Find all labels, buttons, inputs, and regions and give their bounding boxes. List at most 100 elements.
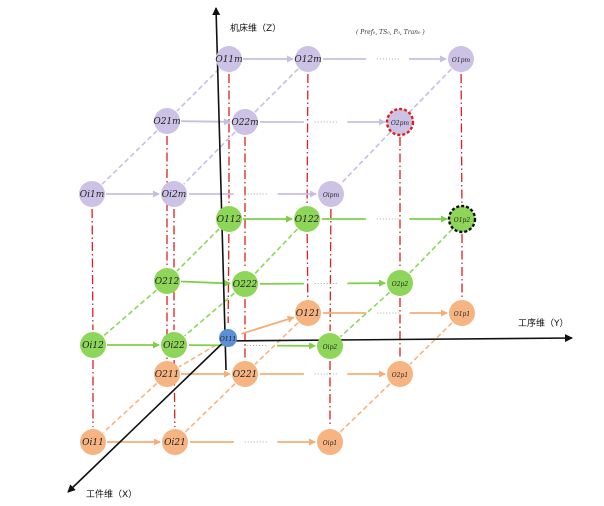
process-arrow-o212-o222 bbox=[180, 279, 232, 287]
node-o11m: O11m bbox=[215, 46, 243, 72]
node-label-o1pm: O1pm bbox=[452, 57, 471, 64]
node-oi1m: Oi1m bbox=[79, 181, 105, 207]
workpiece-link-o112-o212 bbox=[176, 228, 220, 272]
workpiece-links bbox=[101, 68, 453, 434]
z-axis-header: ( Pref₀, TS₀, P₀, Tran₀ ) bbox=[356, 29, 425, 36]
machine-links bbox=[91, 73, 463, 428]
node-o211: O211 bbox=[154, 361, 180, 387]
node-oi11: Oi11 bbox=[80, 429, 106, 455]
coordinate-axes bbox=[67, 7, 573, 493]
node-circle-oi22 bbox=[161, 332, 187, 358]
node-label-o22m: O22m bbox=[231, 118, 258, 128]
workpiece-link-o12m-o22m bbox=[254, 68, 299, 113]
node-circle-oi1m bbox=[79, 181, 105, 207]
workpiece-link-o212-oi12 bbox=[103, 289, 157, 337]
node-oi12: Oi12 bbox=[80, 332, 106, 358]
process-arrow-o111-o121 bbox=[241, 315, 295, 335]
workpiece-link-o11m-o21m bbox=[176, 68, 220, 112]
node-circle-o22m bbox=[232, 109, 258, 135]
node-o22m: O22m bbox=[231, 109, 259, 135]
node-circle-oip2 bbox=[317, 333, 343, 359]
node-circle-o12m bbox=[295, 46, 321, 72]
z-axis bbox=[212, 7, 227, 371]
node-o2pm: O2pm bbox=[385, 107, 415, 137]
node-o111: O111 bbox=[219, 329, 237, 347]
node-o221: O221 bbox=[232, 361, 258, 387]
node-label-oi1m: Oi1m bbox=[80, 190, 105, 200]
node-o121: O121 bbox=[295, 300, 321, 326]
node-label-o122: O122 bbox=[295, 215, 320, 225]
node-label-o112: O112 bbox=[217, 215, 242, 225]
node-circle-o1pm bbox=[448, 46, 474, 72]
workpiece-link-o1pm-o2pm bbox=[409, 68, 452, 113]
node-circle-o121 bbox=[295, 300, 321, 326]
node-label-oipm: Oipm bbox=[323, 192, 340, 199]
node-circle-o112 bbox=[216, 206, 242, 232]
x-axis bbox=[67, 335, 231, 493]
node-label-oi2m: Oi2m bbox=[162, 190, 187, 200]
machine-link-o112-o111 bbox=[227, 233, 230, 324]
node-circle-o21m bbox=[154, 108, 180, 134]
machine-link-oipm-oip2 bbox=[329, 208, 332, 332]
node-circle-oip1 bbox=[317, 429, 343, 455]
node-label-o222: O222 bbox=[233, 280, 258, 290]
node-label-o2pm: O2pm bbox=[391, 120, 410, 127]
node-oi21: Oi21 bbox=[162, 429, 188, 455]
node-circle-oi12 bbox=[80, 332, 106, 358]
node-circle-o1p2 bbox=[447, 204, 477, 234]
node-label-o211: O211 bbox=[155, 370, 180, 380]
y-axis bbox=[219, 334, 573, 343]
machine-link-o122-o121 bbox=[306, 233, 309, 299]
node-circle-o1p1 bbox=[449, 300, 475, 326]
workpiece-link-o122-o222 bbox=[254, 228, 298, 275]
node-o1pm: O1pm bbox=[448, 46, 474, 72]
node-o222: O222 bbox=[232, 271, 258, 297]
node-o1p2: O1p2 bbox=[447, 204, 477, 234]
workpiece-link-o1p1-o2p1 bbox=[409, 322, 453, 365]
node-o2p2: O2p2 bbox=[387, 270, 413, 296]
node-circle-o2pm bbox=[385, 107, 415, 137]
node-label-o1p1: O1p1 bbox=[454, 311, 470, 318]
process-arrow-o21m-o22m bbox=[180, 118, 232, 126]
workpiece-link-o21m-oi1m bbox=[101, 130, 158, 185]
node-o12m: O12m bbox=[294, 46, 322, 72]
node-label-oi11: Oi11 bbox=[82, 438, 104, 448]
node-o1p1: O1p1 bbox=[449, 300, 475, 326]
node-label-oi21: Oi21 bbox=[164, 438, 186, 448]
node-oi22: Oi22 bbox=[161, 332, 187, 358]
node-circle-o211 bbox=[154, 361, 180, 387]
node-oipm: Oipm bbox=[318, 181, 344, 207]
node-label-o21m: O21m bbox=[153, 117, 180, 127]
node-circle-oi2m bbox=[161, 181, 187, 207]
node-circle-oi11 bbox=[80, 429, 106, 455]
node-label-oip2: Oip2 bbox=[323, 344, 338, 351]
node-circle-o222 bbox=[232, 271, 258, 297]
machine-link-oi1m-oi12 bbox=[91, 208, 94, 331]
workpiece-link-o2p2-oip2 bbox=[339, 291, 391, 338]
workpiece-link-o121-o221 bbox=[254, 322, 299, 365]
node-o21m: O21m bbox=[153, 108, 181, 134]
workpiece-link-o211-oi11 bbox=[102, 382, 158, 434]
node-circle-o2p2 bbox=[387, 270, 413, 296]
node-label-o111: O111 bbox=[220, 336, 236, 343]
node-label-o11m: O11m bbox=[215, 55, 242, 65]
machine-link-oi22-oi21 bbox=[173, 359, 176, 428]
node-label-oip1: Oip1 bbox=[323, 440, 338, 447]
node-o212: O212 bbox=[154, 268, 180, 294]
node-circle-o212 bbox=[154, 268, 180, 294]
node-label-oi12: Oi12 bbox=[82, 341, 104, 351]
x-axis-label: 工件维（X） bbox=[86, 488, 137, 500]
node-o112: O112 bbox=[216, 206, 242, 232]
node-oi2m: Oi2m bbox=[161, 181, 187, 207]
workpiece-link-o2pm-oipm bbox=[340, 131, 391, 185]
node-label-o2p2: O2p2 bbox=[392, 281, 409, 288]
node-label-o2p1: O2p1 bbox=[392, 372, 408, 379]
node-label-o212: O212 bbox=[155, 277, 180, 287]
node-oip1: Oip1 bbox=[317, 429, 343, 455]
z-axis-label: 机床维（Z） bbox=[230, 22, 281, 34]
node-label-o221: O221 bbox=[233, 370, 258, 380]
node-label-o12m: O12m bbox=[294, 55, 321, 65]
machine-link-o12m-o122 bbox=[306, 73, 309, 205]
node-circle-o122 bbox=[294, 206, 320, 232]
